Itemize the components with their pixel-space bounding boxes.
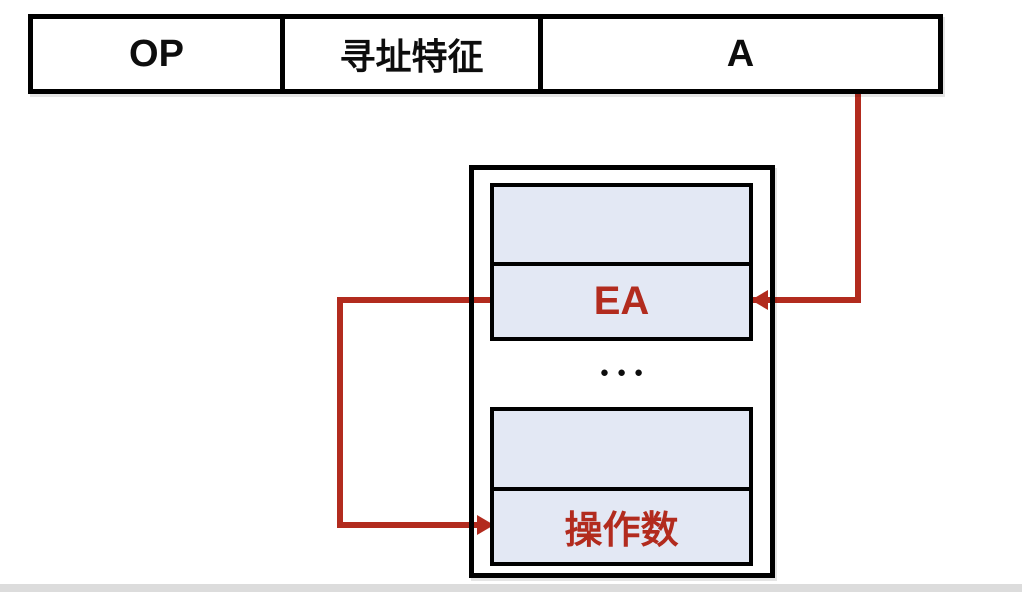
arrow-ea-to-operand-arrowhead-icon: [477, 515, 494, 535]
memory-cells-upper-group: EA: [490, 183, 753, 341]
instruction-field-address: A: [726, 32, 755, 75]
memory-block-outline: [469, 165, 775, 578]
memory-cell-empty-1: [494, 187, 749, 262]
arrow-ea-to-operand-top-segment: [337, 297, 493, 303]
arrow-ea-to-operand-bottom-segment: [337, 522, 479, 528]
memory-cells-lower-group: 操作数: [490, 407, 753, 566]
arrow-ea-to-operand-vertical-segment: [337, 297, 343, 528]
window-bottom-edge: [0, 584, 1022, 592]
ea-label: EA: [593, 279, 650, 323]
arrow-a-to-ea-vertical-segment: [855, 92, 861, 303]
instruction-field-opcode: OP: [33, 19, 285, 89]
memory-cell-empty-2: [494, 411, 749, 487]
memory-cell-operand: 操作数: [494, 486, 749, 563]
memory-cell-ea: EA: [494, 262, 749, 337]
instruction-field-addressing-mode: 寻址特征: [285, 19, 543, 89]
memory-ellipsis-dots: ●●●: [599, 364, 652, 381]
instruction-format-box: OP 寻址特征 A: [28, 14, 943, 94]
arrow-a-to-ea-arrowhead-icon: [751, 290, 768, 310]
operand-label: 操作数: [564, 509, 679, 552]
arrow-a-to-ea-horizontal-segment: [753, 297, 859, 303]
